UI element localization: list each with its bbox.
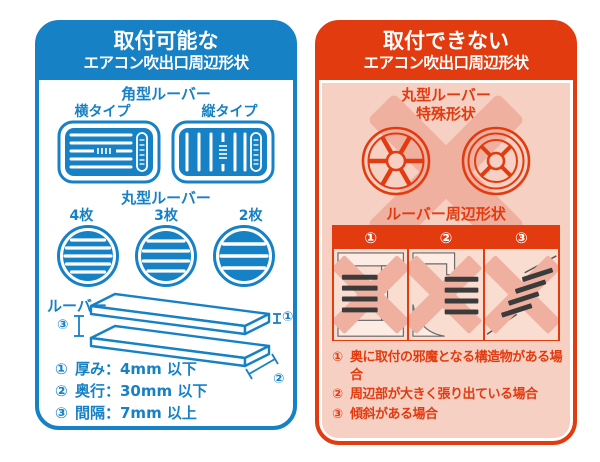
gap-marker: ③ (57, 317, 69, 333)
bad-shape-table: ① (332, 225, 560, 341)
not-attachable-content: 丸型ルーバー 特殊形状 (322, 83, 570, 438)
louver-3d-diagram: ルーバー ③ ① ② (45, 292, 295, 392)
note-protrusion: ② 周辺部が大きく張り出ている場合 (332, 386, 564, 404)
ring-wheel-vent-icon (461, 126, 531, 196)
type-labels: 横タイプ 縦タイプ (39, 101, 293, 121)
spec-num-3: ③ (55, 404, 68, 422)
bad-shape-col-1: ① (334, 227, 408, 341)
attachable-title: 取付可能な (113, 29, 219, 53)
special-vent-row (322, 125, 570, 197)
vertical-vent-icon (171, 120, 275, 184)
note-num-3: ③ (332, 406, 344, 422)
square-vent-row (39, 120, 293, 184)
spec-text-2: 奥行：30mm 以下 (75, 382, 208, 400)
obstruction-diagram (334, 249, 408, 341)
bad-shape-notes: ① 奥に取付の邪魔となる構造物がある場合 ② 周辺部が大きく張り出ている場合 ③… (332, 349, 564, 425)
not-attachable-panel-header: 取付できない エアコン吹出口周辺形状 (319, 24, 573, 80)
depth-marker: ② (273, 371, 285, 387)
spec-depth: ② 奥行：30mm 以下 (55, 380, 265, 402)
note-num-1: ① (332, 350, 344, 365)
spec-thickness: ① 厚み：4mm 以下 (55, 358, 265, 380)
round-louver-heading: 丸型ルーバー (121, 189, 211, 207)
louver-3d-drawing (74, 292, 281, 380)
round-louver-3-icon (135, 225, 197, 287)
horizontal-type-label: 横タイプ (74, 104, 131, 120)
note-slope: ③ 傾斜がある場合 (332, 406, 564, 424)
thickness-marker: ① (282, 309, 294, 325)
bad-shape-col-2: ② (407, 227, 483, 341)
spec-list: ① 厚み：4mm 以下 ② 奥行：30mm 以下 ③ 間隔：7mm 以上 (55, 358, 265, 424)
not-attachable-subtitle: エアコン吹出口周辺形状 (363, 54, 529, 73)
spec-num-1: ① (55, 360, 68, 378)
surround-shape-heading: ルーバー周辺形状 (386, 205, 506, 223)
count-3: 3枚 (154, 208, 178, 224)
col-header-3: ③ (484, 227, 558, 249)
special-heading-line1: 丸型ルーバー (401, 86, 491, 104)
not-attachable-panel: 取付できない エアコン吹出口周辺形状 丸型ルーバー 特殊形状 (315, 20, 577, 445)
round-counts: 4枚 3枚 2枚 (39, 205, 293, 225)
spec-num-2: ② (55, 382, 68, 400)
col-header-1: ① (334, 227, 408, 249)
louver-label: ルーバー (47, 297, 107, 315)
spec-gap: ③ 間隔：7mm 以上 (55, 402, 265, 424)
note-text-1: 奥に取付の邪魔となる構造物がある場合 (350, 350, 563, 383)
square-louver-heading: 角型ルーバー (121, 85, 211, 103)
vertical-type-label: 縦タイプ (201, 104, 258, 120)
slope-diagram (484, 249, 558, 341)
spoke-wheel-vent-icon (361, 126, 431, 196)
note-text-2: 周辺部が大きく張り出ている場合 (350, 387, 538, 402)
attachable-panel-header: 取付可能な エアコン吹出口周辺形状 (39, 24, 293, 80)
attachable-panel: 取付可能な エアコン吹出口周辺形状 角型ルーバー 横タイプ 縦タイプ (35, 20, 297, 430)
spec-text-1: 厚み：4mm 以下 (75, 360, 197, 378)
count-4: 4枚 (69, 208, 94, 224)
note-obstruction: ① 奥に取付の邪魔となる構造物がある場合 (332, 349, 564, 384)
attachable-subtitle: エアコン吹出口周辺形状 (83, 54, 249, 73)
bad-shape-col-3: ③ (482, 227, 558, 341)
note-num-2: ② (332, 387, 344, 402)
round-louver-4-icon (57, 225, 119, 287)
count-2: 2枚 (238, 208, 263, 224)
round-vent-row (39, 224, 293, 288)
horizontal-vent-icon (57, 120, 161, 184)
special-shapes-zone (322, 93, 570, 251)
not-attachable-title: 取付できない (383, 29, 509, 53)
special-heading-line2: 特殊形状 (415, 105, 476, 123)
special-shape-heading: 丸型ルーバー 特殊形状 (322, 86, 570, 124)
col-header-2: ② (409, 227, 483, 249)
note-text-3: 傾斜がある場合 (350, 406, 438, 422)
round-louver-2-icon (213, 225, 275, 287)
attachable-content: 角型ルーバー 横タイプ 縦タイプ (39, 24, 293, 426)
spec-text-3: 間隔：7mm 以上 (75, 404, 197, 422)
protrusion-diagram (409, 249, 483, 341)
